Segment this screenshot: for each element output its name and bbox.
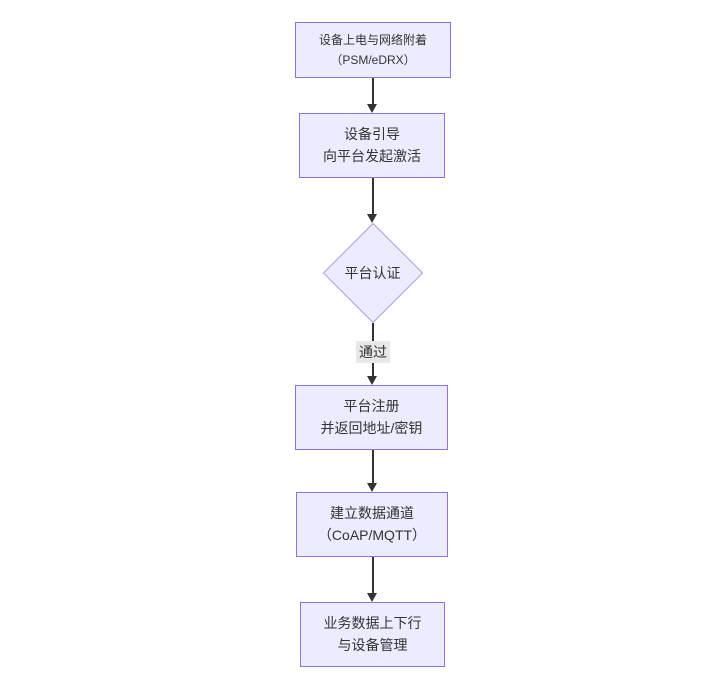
node-text-line: 向平台发起激活 <box>323 147 421 164</box>
node-text-line: 设备引导 <box>344 125 400 142</box>
arrowhead-icon <box>367 376 377 385</box>
node-text-line: （CoAP/MQTT） <box>317 526 427 543</box>
node-platform-auth-decision: 平台认证 <box>322 222 423 323</box>
node-text-line: 建立数据通道 <box>330 504 414 521</box>
edge-e-f <box>372 557 374 594</box>
edge-d-e <box>372 450 374 484</box>
node-business-data: 业务数据上下行 与设备管理 <box>300 602 445 667</box>
node-device-power-attach: 设备上电与网络附着 （PSM/eDRX） <box>295 22 451 78</box>
arrowhead-icon <box>367 593 377 602</box>
arrowhead-icon <box>367 214 377 223</box>
node-text-line: 与设备管理 <box>337 636 408 653</box>
node-text-line: 设备上电与网络附着 <box>318 32 427 47</box>
arrowhead-icon <box>367 104 377 113</box>
arrowhead-icon <box>367 483 377 492</box>
node-data-channel: 建立数据通道 （CoAP/MQTT） <box>296 492 448 557</box>
node-text-line: 并返回地址/密钥 <box>320 419 423 436</box>
node-text-line: （PSM/eDRX） <box>330 53 416 67</box>
node-text-line: 平台注册 <box>343 397 400 414</box>
edge-label-pass: 通过 <box>356 341 390 363</box>
node-text-line: 平台认证 <box>344 264 401 281</box>
node-text-line: 业务数据上下行 <box>323 614 422 631</box>
edge-a-b <box>372 78 374 105</box>
node-device-bootstrap: 设备引导 向平台发起激活 <box>299 113 445 178</box>
edge-b-c <box>372 178 374 215</box>
node-platform-register: 平台注册 并返回地址/密钥 <box>295 385 448 450</box>
